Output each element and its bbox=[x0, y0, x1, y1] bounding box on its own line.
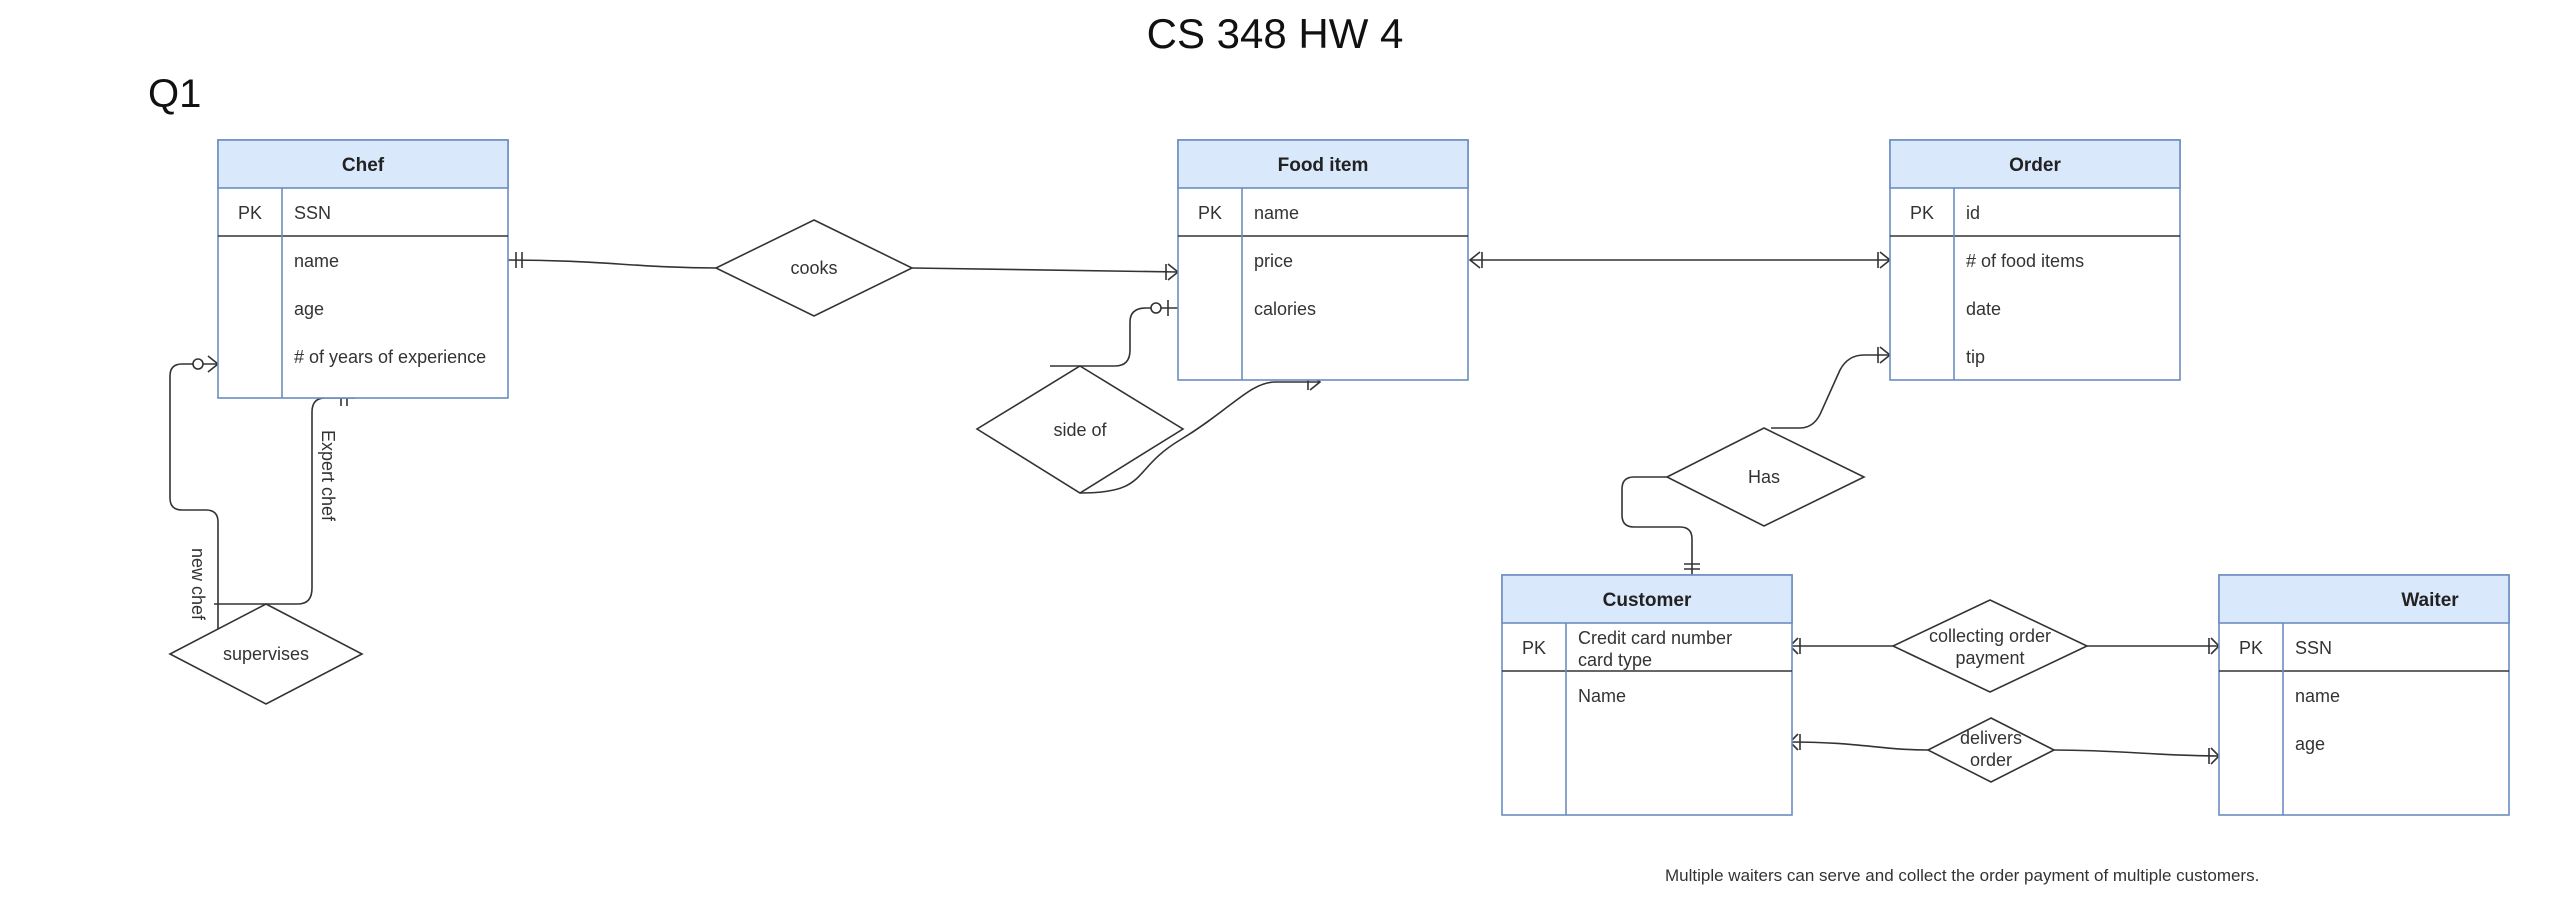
section-label: Q1 bbox=[148, 72, 202, 116]
food-item-pk-label: PK bbox=[1198, 203, 1222, 223]
relationship-supervises bbox=[168, 603, 364, 705]
new-chef-optional-circle bbox=[192, 358, 204, 370]
food-item-pk: name bbox=[1254, 203, 1299, 223]
food-item-attr: calories bbox=[1254, 299, 1316, 319]
waiter-pk: SSN bbox=[2295, 638, 2332, 658]
food-order-many-mark bbox=[1468, 251, 1483, 269]
order-attr: tip bbox=[1966, 347, 1985, 367]
customer-pk-line: card type bbox=[1578, 650, 1652, 670]
cooks-food-connector bbox=[911, 267, 1179, 273]
chef-title: Chef bbox=[342, 155, 385, 176]
entity-food-item: Food item PK name price calories bbox=[1177, 139, 1469, 381]
chef-attr: age bbox=[294, 299, 324, 319]
chef-attr: name bbox=[294, 251, 339, 271]
side-of-calories-connector bbox=[1050, 307, 1178, 367]
delivers-customer-connector bbox=[1789, 741, 1929, 751]
side-of-label: side of bbox=[1053, 420, 1107, 440]
chef-pk: SSN bbox=[294, 203, 331, 223]
chef-one-mark bbox=[515, 252, 523, 268]
expert-chef-label: Expert chef bbox=[318, 430, 338, 522]
entity-waiter: Waiter PK SSN name age bbox=[2218, 574, 2510, 816]
footnote: Multiple waiters can serve and collect t… bbox=[1665, 866, 2260, 885]
order-title: Order bbox=[2009, 155, 2061, 176]
customer-attr: Name bbox=[1578, 686, 1626, 706]
relationship-delivers bbox=[1926, 717, 2056, 783]
side-of-optional-circle bbox=[1150, 302, 1162, 314]
order-attr: # of food items bbox=[1966, 251, 2084, 271]
delivers-label: delivers bbox=[1960, 728, 2022, 748]
order-attr: date bbox=[1966, 299, 2001, 319]
chef-attr: # of years of experience bbox=[294, 347, 486, 367]
customer-pk-label: PK bbox=[1522, 638, 1546, 658]
chef-pk-label: PK bbox=[238, 203, 262, 223]
relationship-has bbox=[1665, 427, 1866, 527]
has-label: Has bbox=[1748, 467, 1780, 487]
food-item-title: Food item bbox=[1278, 155, 1369, 176]
waiter-title: Waiter bbox=[2401, 590, 2459, 611]
entity-chef: Chef PK SSN name age # of years of exper… bbox=[217, 139, 509, 399]
food-item-attr: price bbox=[1254, 251, 1293, 271]
side-of-food-connector bbox=[1079, 381, 1320, 494]
relationship-side-of bbox=[975, 365, 1185, 494]
entity-customer: Customer PK Credit card number card type… bbox=[1501, 574, 1793, 816]
order-pk: id bbox=[1966, 203, 1980, 223]
page-title: CS 348 HW 4 bbox=[1146, 10, 1404, 57]
customer-pk-line: Credit card number bbox=[1578, 628, 1732, 648]
collecting-label: payment bbox=[1955, 648, 2024, 668]
new-chef-label: new chef bbox=[188, 548, 208, 621]
relationship-cooks bbox=[714, 219, 914, 317]
has-order-connector bbox=[1771, 354, 1890, 429]
order-pk-label: PK bbox=[1910, 203, 1934, 223]
delivers-label: order bbox=[1970, 750, 2012, 770]
cooks-label: cooks bbox=[790, 258, 837, 278]
waiter-attr: age bbox=[2295, 734, 2325, 754]
customer-title: Customer bbox=[1603, 590, 1692, 611]
chef-cooks-connector bbox=[507, 259, 719, 269]
customer-one-mark bbox=[1684, 563, 1700, 570]
waiter-pk-label: PK bbox=[2239, 638, 2263, 658]
entity-order: Order PK id # of food items date tip bbox=[1889, 139, 2181, 381]
delivers-waiter-connector bbox=[2053, 749, 2220, 757]
supervises-label: supervises bbox=[223, 644, 309, 664]
has-customer-connector bbox=[1621, 476, 1693, 575]
collecting-label: collecting order bbox=[1929, 626, 2051, 646]
waiter-attr: name bbox=[2295, 686, 2340, 706]
relationship-collecting bbox=[1891, 599, 2089, 693]
